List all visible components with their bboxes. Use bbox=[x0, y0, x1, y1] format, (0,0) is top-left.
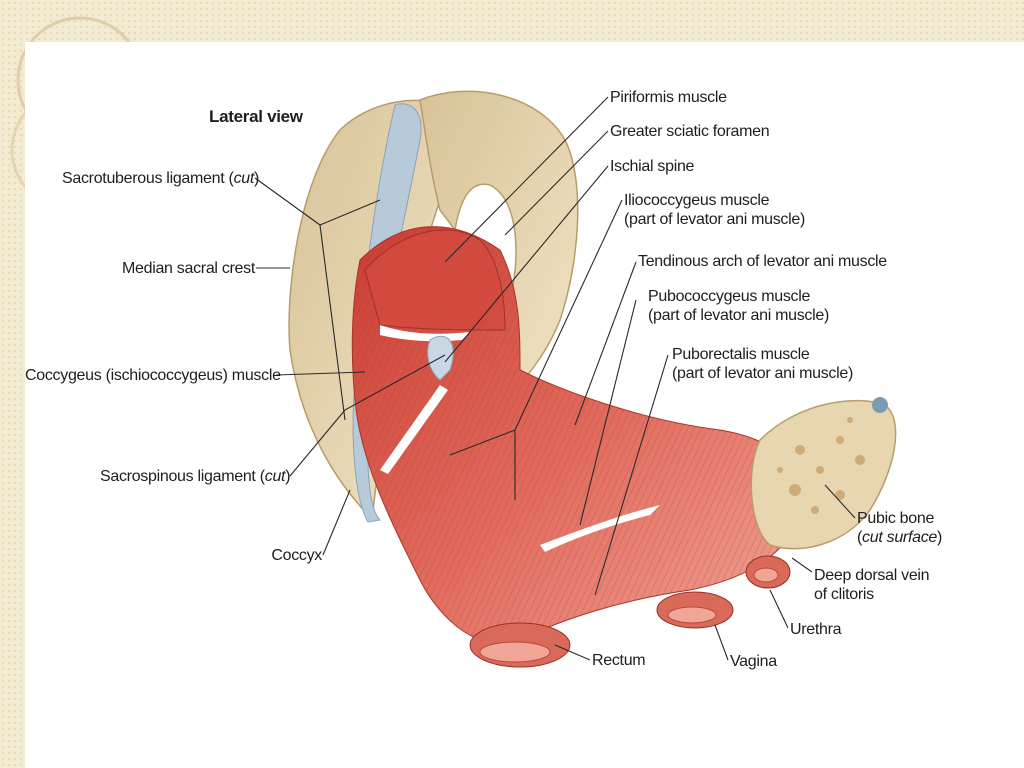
label-pubic-bone: Pubic bone (cut surface) bbox=[857, 510, 943, 546]
urethra bbox=[745, 555, 791, 589]
pubic-vessel bbox=[872, 397, 888, 413]
piriformis-muscle bbox=[364, 229, 506, 331]
label-urethra: Urethra bbox=[790, 621, 842, 638]
label-coccygeus-muscle: Coccygeus (ischiococcygeus) muscle bbox=[25, 367, 281, 384]
label-puborectalis-muscle: Puborectalis muscle (part of levator ani… bbox=[672, 346, 854, 382]
view-title: Lateral view bbox=[209, 107, 303, 126]
label-rectum: Rectum bbox=[592, 652, 646, 669]
label-greater-sciatic-foramen: Greater sciatic foramen bbox=[610, 123, 770, 140]
label-vagina: Vagina bbox=[730, 653, 777, 670]
leader-lines bbox=[254, 96, 856, 661]
muscle-fibers bbox=[352, 226, 802, 644]
label-pubococcygeus-muscle: Pubococcygeus muscle (part of levator an… bbox=[648, 288, 830, 324]
muscle-gap-2 bbox=[540, 505, 660, 552]
label-ischial-spine: Ischial spine bbox=[610, 158, 695, 175]
label-deep-dorsal-vein: Deep dorsal vein of clitoris bbox=[814, 567, 930, 603]
label-sacrotuberous-ligament: Sacrotuberous ligament (cut) bbox=[62, 170, 260, 187]
pubic-bone bbox=[750, 399, 897, 550]
label-median-sacral-crest: Median sacral crest bbox=[121, 260, 255, 277]
label-coccyx: Coccyx bbox=[271, 547, 322, 564]
label-iliococcygeus-muscle: Iliococcygeus muscle (part of levator an… bbox=[624, 192, 806, 228]
muscle-gap bbox=[380, 385, 448, 474]
label-piriformis-muscle: Piriformis muscle bbox=[610, 89, 727, 106]
foramen-gap bbox=[380, 325, 470, 342]
label-sacrospinous-ligament: Sacrospinous ligament (cut) bbox=[100, 468, 291, 485]
ischial-spine bbox=[427, 335, 454, 381]
label-tendinous-arch: Tendinous arch of levator ani muscle bbox=[638, 253, 887, 270]
pubic-bone-texture bbox=[777, 417, 865, 514]
rectum bbox=[469, 622, 571, 668]
vagina bbox=[656, 591, 734, 629]
